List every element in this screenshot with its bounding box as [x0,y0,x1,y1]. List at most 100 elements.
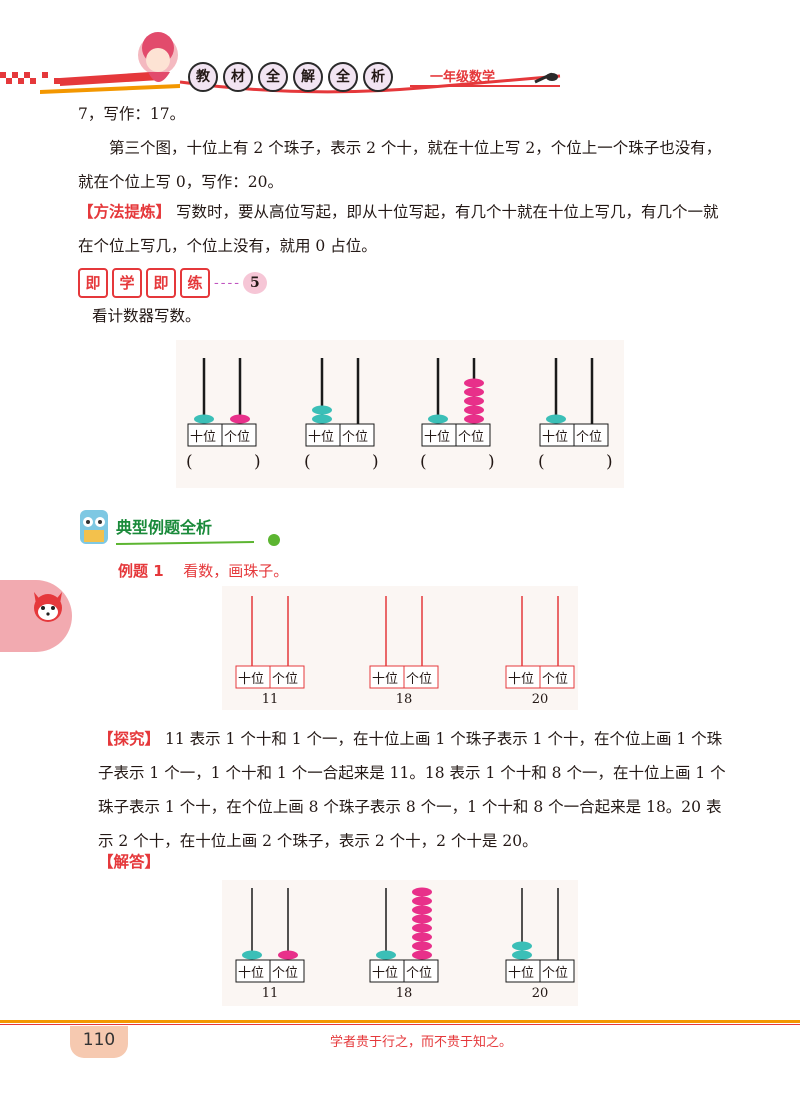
fox-mascot-icon [34,592,62,622]
header-title-char: 解 [293,62,323,92]
tens-bead [312,414,332,424]
footer-line-red [0,1024,800,1025]
example-abacus-svg [235,596,575,689]
ones-bead [464,387,484,397]
page-number-tab [70,1026,128,1058]
practice-dash: ---- [214,275,241,291]
ones-label: 个位 [272,672,299,687]
ones-bead [412,941,432,951]
ones-label: 个位 [406,672,433,687]
ones-label: 个位 [272,966,299,981]
header-title-char: 材 [223,62,253,92]
answer-number: 20 [531,986,549,1001]
header-subtitle: 一年级数学 [430,70,496,85]
ones-bead [412,914,432,924]
ones-bead [278,950,298,960]
explore-tag: 【探究】 [98,730,161,748]
tens-label: 十位 [238,966,265,981]
ones-bead [412,896,432,906]
tens-label: 十位 [424,430,451,445]
footer-line [0,1020,800,1023]
practice-instruction: 看计数器写数。 [92,307,201,325]
answer-blank-left-paren: ( [538,452,545,472]
practice-number: 5 [242,272,267,294]
tens-bead [546,414,566,424]
header-decoration [0,32,561,94]
side-tab [0,580,72,652]
explore-text: 11 表示 1 个十和 1 个一，在十位上画 1 个珠子表示 1 个十，在个位上… [98,730,726,850]
tens-bead [512,950,532,960]
section-title: 典型例题全析 [116,518,213,537]
tens-label: 十位 [508,672,535,687]
tens-label: 十位 [372,966,399,981]
answer-blank-left-paren: ( [420,452,427,472]
tens-bead [512,941,532,951]
answer-blank-right-paren: ) [488,452,495,472]
ones-label: 个位 [542,966,569,981]
answer-number: 11 [261,986,279,1001]
practice-abacus-svg [187,358,609,447]
tens-bead [312,405,332,415]
intro-paragraph: 第三个图，十位上有 2 个珠子，表示 2 个十，就在十位上写 2，个位上一个珠子… [78,139,722,191]
tens-bead [376,950,396,960]
method-text: 写数时，要从高位写起，即从十位写起，有几个十就在十位上写几，有几个一就在个位上写… [78,203,719,255]
example-abacus-area [222,586,578,710]
header-title: 教 材 全 解 全 析 [188,62,398,92]
tens-label: 十位 [190,430,217,445]
tens-bead [428,414,448,424]
ones-bead [230,414,250,424]
example-number: 20 [531,692,549,707]
ones-label: 个位 [576,430,603,445]
tens-label: 十位 [508,966,535,981]
header-title-char: 析 [363,62,393,92]
ones-bead [412,950,432,960]
ones-bead [464,378,484,388]
ones-label: 个位 [342,430,369,445]
tens-label: 十位 [542,430,569,445]
tens-label: 十位 [308,430,335,445]
example-number: 11 [261,692,279,707]
ones-bead [412,932,432,942]
explore-paragraph: 【探究】 11 表示 1 个十和 1 个一，在十位上画 1 个珠子表示 1 个十… [98,722,730,858]
answer-blank-right-paren: ) [372,452,379,472]
ones-bead [412,905,432,915]
ones-bead [464,405,484,415]
ones-bead [412,923,432,933]
ones-bead [464,414,484,424]
page-header: 教 材 全 解 全 析 一年级数学 [0,0,800,100]
example-number: 18 [395,692,413,707]
practice-title: 即 学 即 练 ---- 5 [78,268,267,298]
answer-number: 18 [395,986,413,1001]
answer-blank-left-paren: ( [304,452,311,472]
ones-label: 个位 [224,430,251,445]
ones-label: 个位 [406,966,433,981]
intro-line1: 7，写作：17。 [78,105,186,123]
answer-abacus-svg [235,887,575,983]
ones-label: 个位 [458,430,485,445]
header-title-char: 全 [328,62,358,92]
practice-abacus-area [176,340,624,488]
answer-blank-left-paren: ( [186,452,193,472]
ones-bead [464,396,484,406]
practice-title-char: 即 [78,268,108,298]
tens-bead [242,950,262,960]
method-paragraph: 【方法提炼】 写数时，要从高位写起，即从十位写起，有几个十就在十位上写几，有几个… [78,195,728,263]
example-label: 例题 1 [118,562,164,580]
footer: 110 学者贵于行之，而不贵于知之。 [0,1018,800,1068]
tens-bead [194,414,214,424]
answer-blank-right-paren: ) [606,452,613,472]
ones-label: 个位 [542,672,569,687]
practice-title-char: 练 [180,268,210,298]
header-title-char: 全 [258,62,288,92]
ones-bead [412,887,432,897]
example-text: 看数，画珠子。 [183,562,289,580]
answer-tag: 【解答】 [98,853,161,871]
example-line: 例题 1 看数，画珠子。 [118,560,288,581]
section-title-block: 典型例题全析 [74,506,284,550]
header-title-char: 教 [188,62,218,92]
tens-label: 十位 [372,672,399,687]
answer-blank-right-paren: ) [254,452,261,472]
book-mascot-icon [80,510,108,544]
method-tag: 【方法提炼】 [78,203,172,221]
practice-title-char: 即 [146,268,176,298]
